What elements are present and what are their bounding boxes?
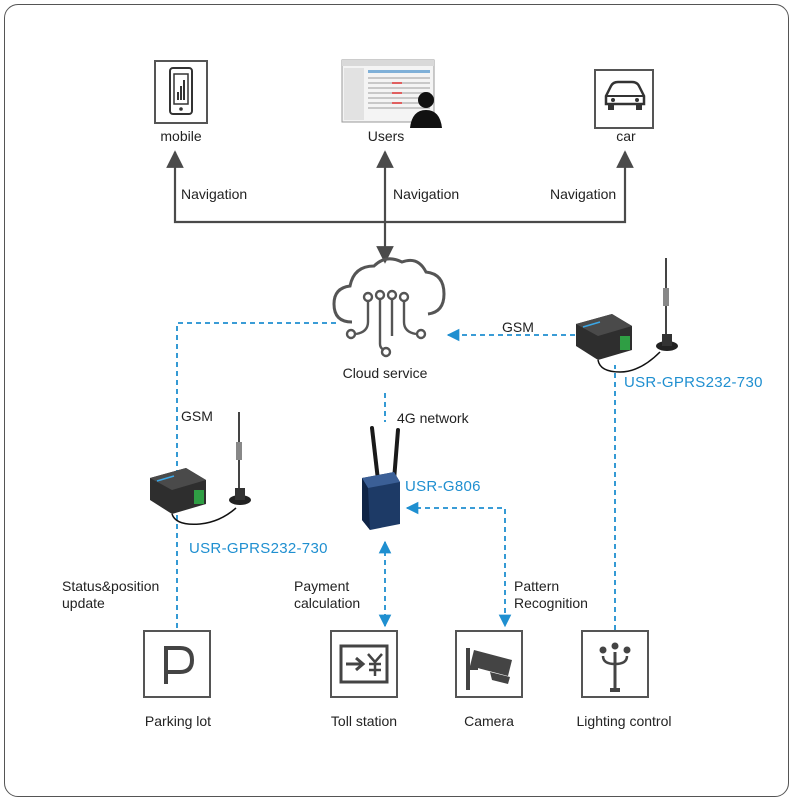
- pattern-label-line1: Pattern: [514, 578, 560, 594]
- toll-icon: [330, 630, 398, 698]
- status-label-line2: update: [62, 595, 105, 611]
- nav-label-left: Navigation: [181, 186, 248, 202]
- payment-label: Payment calculation: [294, 578, 360, 612]
- nav-label-right: Navigation: [550, 186, 617, 202]
- cloud-label: Cloud service: [342, 365, 428, 381]
- lighting-label: Lighting control: [576, 713, 672, 729]
- nav-label-center: Navigation: [393, 186, 460, 202]
- data-links: [176, 322, 616, 630]
- lighting-icon: [581, 630, 649, 698]
- car-label: car: [616, 128, 636, 144]
- dtu-right-device: [576, 258, 678, 373]
- parking-icon: [143, 630, 211, 698]
- cloud-icon: [332, 257, 446, 358]
- dtu-right-label: USR-GPRS232-730: [624, 374, 763, 391]
- gsm-label-right: GSM: [502, 319, 534, 335]
- users-icon: [341, 59, 442, 128]
- diagram-frame: [4, 4, 789, 797]
- pattern-label: Pattern Recognition: [514, 578, 588, 612]
- dtu-left-device: [150, 412, 251, 526]
- network-4g-label: 4G network: [397, 410, 469, 426]
- dtu-left-label: USR-GPRS232-730: [189, 540, 328, 557]
- nav-arrow-car: [385, 150, 634, 224]
- payment-label-line2: calculation: [294, 595, 361, 611]
- camera-label: Camera: [464, 713, 514, 729]
- camera-icon: [455, 630, 523, 698]
- link-router-camera: [405, 501, 512, 628]
- router-device: [362, 426, 400, 530]
- link-parking-cloud: [176, 322, 336, 628]
- gsm-label-left: GSM: [181, 408, 213, 424]
- status-label: Status&position update: [62, 578, 159, 612]
- users-label: Users: [367, 128, 405, 144]
- status-label-line1: Status&position: [62, 578, 160, 594]
- mobile-icon: [154, 60, 208, 124]
- navigation-links: [166, 150, 634, 264]
- router-label: USR-G806: [405, 478, 481, 495]
- parking-label: Parking lot: [144, 713, 212, 729]
- payment-label-line1: Payment: [294, 578, 350, 594]
- toll-label: Toll station: [330, 713, 398, 729]
- mobile-label: mobile: [160, 128, 202, 144]
- nav-arrow-mobile: [166, 150, 385, 224]
- car-icon: [594, 69, 654, 129]
- pattern-label-line2: Recognition: [514, 595, 588, 611]
